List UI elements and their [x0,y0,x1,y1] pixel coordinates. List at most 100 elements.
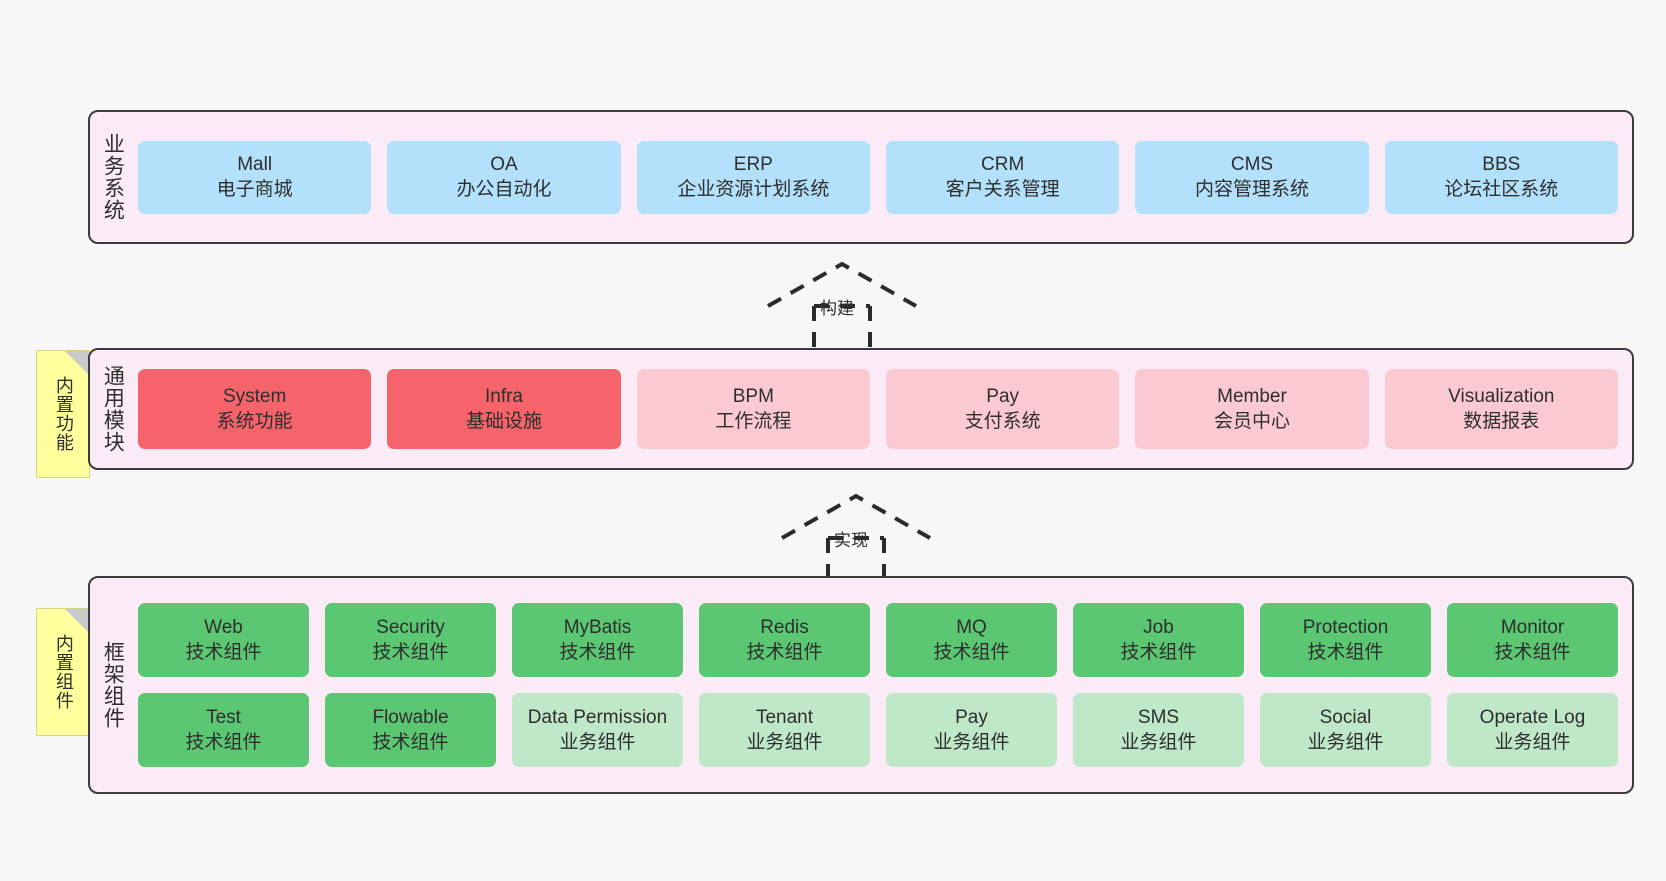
framework-cell-tenant[interactable]: Tenant 业务组件 [699,693,870,767]
cell-title: System [222,385,287,407]
note-fold-corner-icon [65,351,89,375]
cell-title: Web [204,616,243,638]
cell-subtitle: 论坛社区系统 [1444,179,1559,200]
business-row: Mall 电子商城 OA 办公自动化 ERP 企业资源计划系统 CRM 客户关系… [138,140,1618,214]
cell-title: Monitor [1500,616,1565,638]
business-cell-erp[interactable]: ERP 企业资源计划系统 [636,140,870,214]
cell-title: Tenant [755,706,814,728]
framework-row-tech: Web 技术组件 Security 技术组件 MyBatis 技术组件 Redi… [138,603,1618,677]
cell-title: Redis [760,616,809,638]
cell-title: Visualization [1448,385,1555,407]
cell-subtitle: 技术组件 [372,642,449,663]
cell-title: Operate Log [1479,706,1586,728]
business-cell-mall[interactable]: Mall 电子商城 [138,140,372,214]
cell-title: Pay [955,706,988,728]
framework-row-business: Test 技术组件 Flowable 技术组件 Data Permission … [138,693,1618,767]
cell-subtitle: 业务组件 [746,732,823,753]
cell-subtitle: 技术组件 [933,642,1010,663]
band-body-common: System 系统功能 Infra 基础设施 BPM 工作流程 Pay 支付系统… [134,350,1632,468]
framework-cell-data-permission[interactable]: Data Permission 业务组件 [512,693,683,767]
band-body-framework: Web 技术组件 Security 技术组件 MyBatis 技术组件 Redi… [134,578,1632,792]
cell-title: Mall [237,153,273,175]
cell-title: Data Permission [527,706,668,728]
band-label-common: 通用模块 [101,365,125,453]
cell-subtitle: 电子商城 [216,179,293,200]
cell-subtitle: 系统功能 [216,411,293,432]
cell-title: Protection [1302,616,1389,638]
common-cell-member[interactable]: Member 会员中心 [1135,369,1369,449]
cell-subtitle: 基础设施 [465,411,542,432]
framework-cell-security[interactable]: Security 技术组件 [325,603,496,677]
cell-subtitle: 工作流程 [715,411,792,432]
note-builtin-components: 内置组件 [36,608,90,736]
cell-title: BBS [1482,153,1521,175]
business-cell-bbs[interactable]: BBS 论坛社区系统 [1384,140,1618,214]
cell-subtitle: 内容管理系统 [1194,179,1309,200]
cell-subtitle: 客户关系管理 [945,179,1060,200]
framework-cell-redis[interactable]: Redis 技术组件 [699,603,870,677]
framework-cell-social[interactable]: Social 业务组件 [1260,693,1431,767]
band-body-business: Mall 电子商城 OA 办公自动化 ERP 企业资源计划系统 CRM 客户关系… [134,112,1632,242]
framework-cell-mq[interactable]: MQ 技术组件 [886,603,1057,677]
cell-title: MyBatis [563,616,632,638]
common-row: System 系统功能 Infra 基础设施 BPM 工作流程 Pay 支付系统… [138,369,1618,449]
framework-cell-sms[interactable]: SMS 业务组件 [1073,693,1244,767]
cell-title: BPM [732,385,774,407]
framework-cell-web[interactable]: Web 技术组件 [138,603,309,677]
cell-subtitle: 会员中心 [1213,411,1290,432]
cell-title: Infra [484,385,523,407]
cell-title: ERP [733,153,773,175]
cell-subtitle: 支付系统 [964,411,1041,432]
framework-cell-pay[interactable]: Pay 业务组件 [886,693,1057,767]
connector-implement-label: 实现 [834,531,868,550]
common-cell-infra[interactable]: Infra 基础设施 [387,369,621,449]
framework-cell-mybatis[interactable]: MyBatis 技术组件 [512,603,683,677]
note-builtin-features-label: 内置功能 [53,376,74,452]
connector-build-arrow: 构建 [762,258,922,354]
cell-title: CMS [1230,153,1274,175]
band-label-business: 业务系统 [101,133,125,221]
business-cell-cms[interactable]: CMS 内容管理系统 [1135,140,1369,214]
cell-title: MQ [956,616,987,638]
cell-subtitle: 数据报表 [1463,411,1540,432]
framework-cell-monitor[interactable]: Monitor 技术组件 [1447,603,1618,677]
cell-title: Pay [986,385,1020,407]
cell-subtitle: 业务组件 [933,732,1010,753]
cell-subtitle: 技术组件 [1307,642,1384,663]
cell-title: OA [490,153,518,175]
cell-title: Social [1319,706,1372,728]
cell-subtitle: 技术组件 [746,642,823,663]
cell-title: SMS [1137,706,1180,728]
cell-subtitle: 技术组件 [559,642,636,663]
framework-cell-operate-log[interactable]: Operate Log 业务组件 [1447,693,1618,767]
band-label-framework: 框架组件 [101,641,125,729]
framework-cell-flowable[interactable]: Flowable 技术组件 [325,693,496,767]
note-fold-corner-icon [65,609,89,633]
connector-implement-arrow: 实现 [776,490,936,586]
cell-subtitle: 业务组件 [559,732,636,753]
framework-cell-job[interactable]: Job 技术组件 [1073,603,1244,677]
business-cell-crm[interactable]: CRM 客户关系管理 [885,140,1120,214]
band-business-systems: 业务系统 Mall 电子商城 OA 办公自动化 ERP 企业资源计划系统 CRM… [88,110,1634,244]
note-builtin-features: 内置功能 [36,350,90,478]
common-cell-pay[interactable]: Pay 支付系统 [885,369,1120,449]
business-cell-oa[interactable]: OA 办公自动化 [387,140,621,214]
cell-title: Flowable [372,706,449,728]
cell-title: Security [376,616,445,638]
cell-subtitle: 技术组件 [1120,642,1197,663]
cell-subtitle: 技术组件 [372,732,449,753]
cell-title: Test [206,706,241,728]
cell-subtitle: 业务组件 [1307,732,1384,753]
common-cell-system[interactable]: System 系统功能 [138,369,372,449]
cell-subtitle: 技术组件 [1494,642,1571,663]
cell-subtitle: 业务组件 [1120,732,1197,753]
common-cell-visualization[interactable]: Visualization 数据报表 [1384,369,1618,449]
framework-cell-test[interactable]: Test 技术组件 [138,693,309,767]
framework-cell-protection[interactable]: Protection 技术组件 [1260,603,1431,677]
cell-subtitle: 企业资源计划系统 [677,179,830,200]
cell-title: CRM [981,153,1025,175]
common-cell-bpm[interactable]: BPM 工作流程 [636,369,870,449]
connector-build-label: 构建 [820,299,854,318]
cell-subtitle: 业务组件 [1494,732,1571,753]
